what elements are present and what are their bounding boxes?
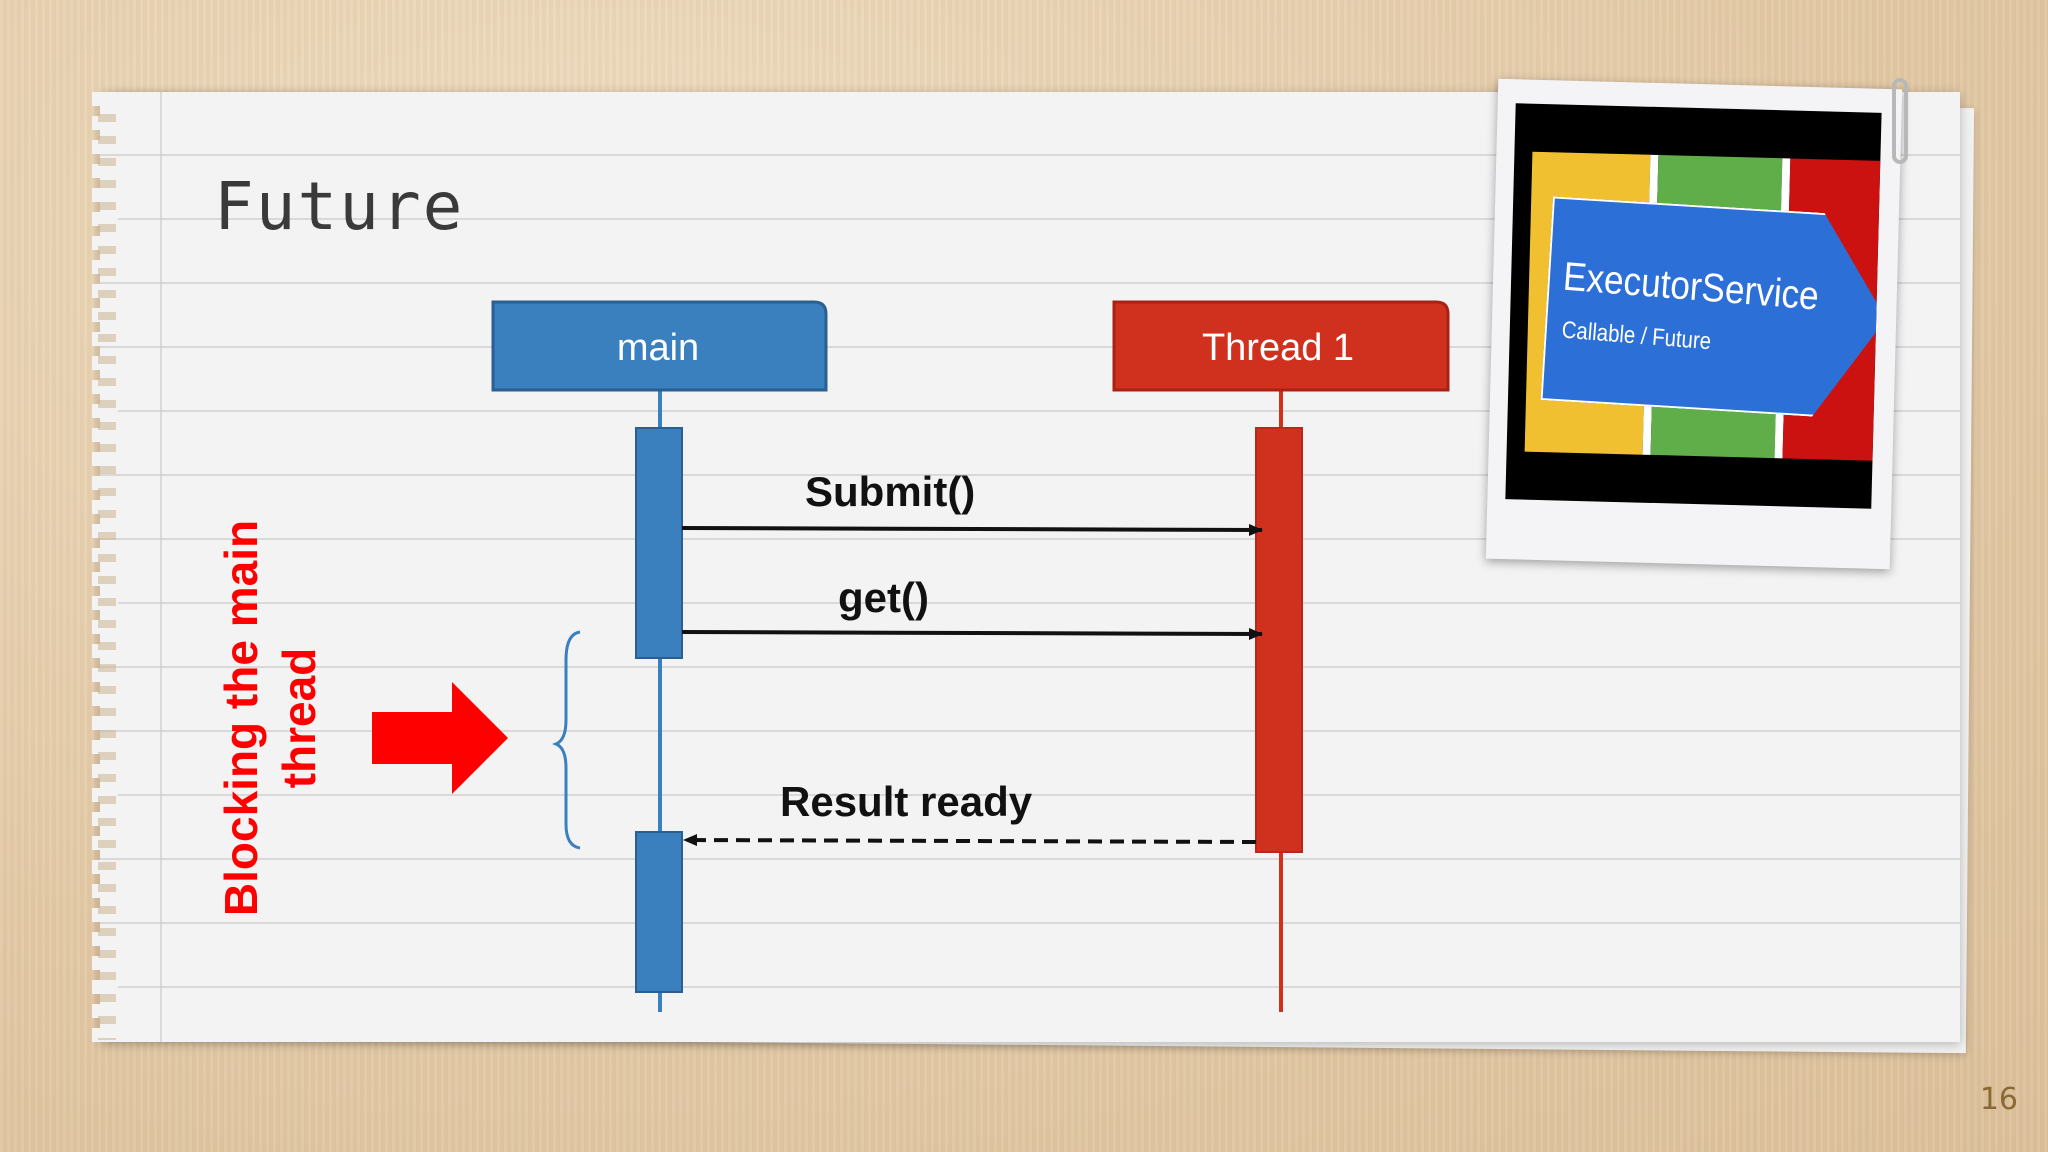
submit-arrow	[681, 523, 1263, 536]
submit-label: Submit()	[805, 468, 975, 515]
result-ready-arrow	[683, 834, 1257, 847]
thread1-header-label: Thread 1	[1202, 327, 1354, 369]
page-number: 16	[1979, 1082, 2018, 1117]
paper-holes	[98, 100, 116, 1040]
blocking-brace	[551, 630, 581, 850]
blocking-arrow	[372, 682, 508, 794]
blocking-label: Blocking the main thread	[215, 519, 325, 917]
get-label: get()	[838, 574, 929, 621]
photo-image: ExecutorService Callable / Future	[1505, 103, 1882, 509]
slide-title: Future	[214, 168, 465, 245]
executorservice-photo: ExecutorService Callable / Future	[1485, 78, 1903, 570]
thread1-header-box	[1112, 300, 1450, 392]
main-activation-2	[635, 831, 683, 993]
main-activation-1	[635, 427, 683, 659]
paper-margin-line	[160, 92, 162, 1042]
get-arrow	[681, 627, 1263, 640]
main-header-box	[491, 300, 828, 392]
thread1-activation	[1255, 427, 1303, 853]
result-ready-label: Result ready	[780, 778, 1033, 825]
main-header-label: main	[617, 327, 699, 369]
paperclip-icon	[1892, 78, 1908, 164]
